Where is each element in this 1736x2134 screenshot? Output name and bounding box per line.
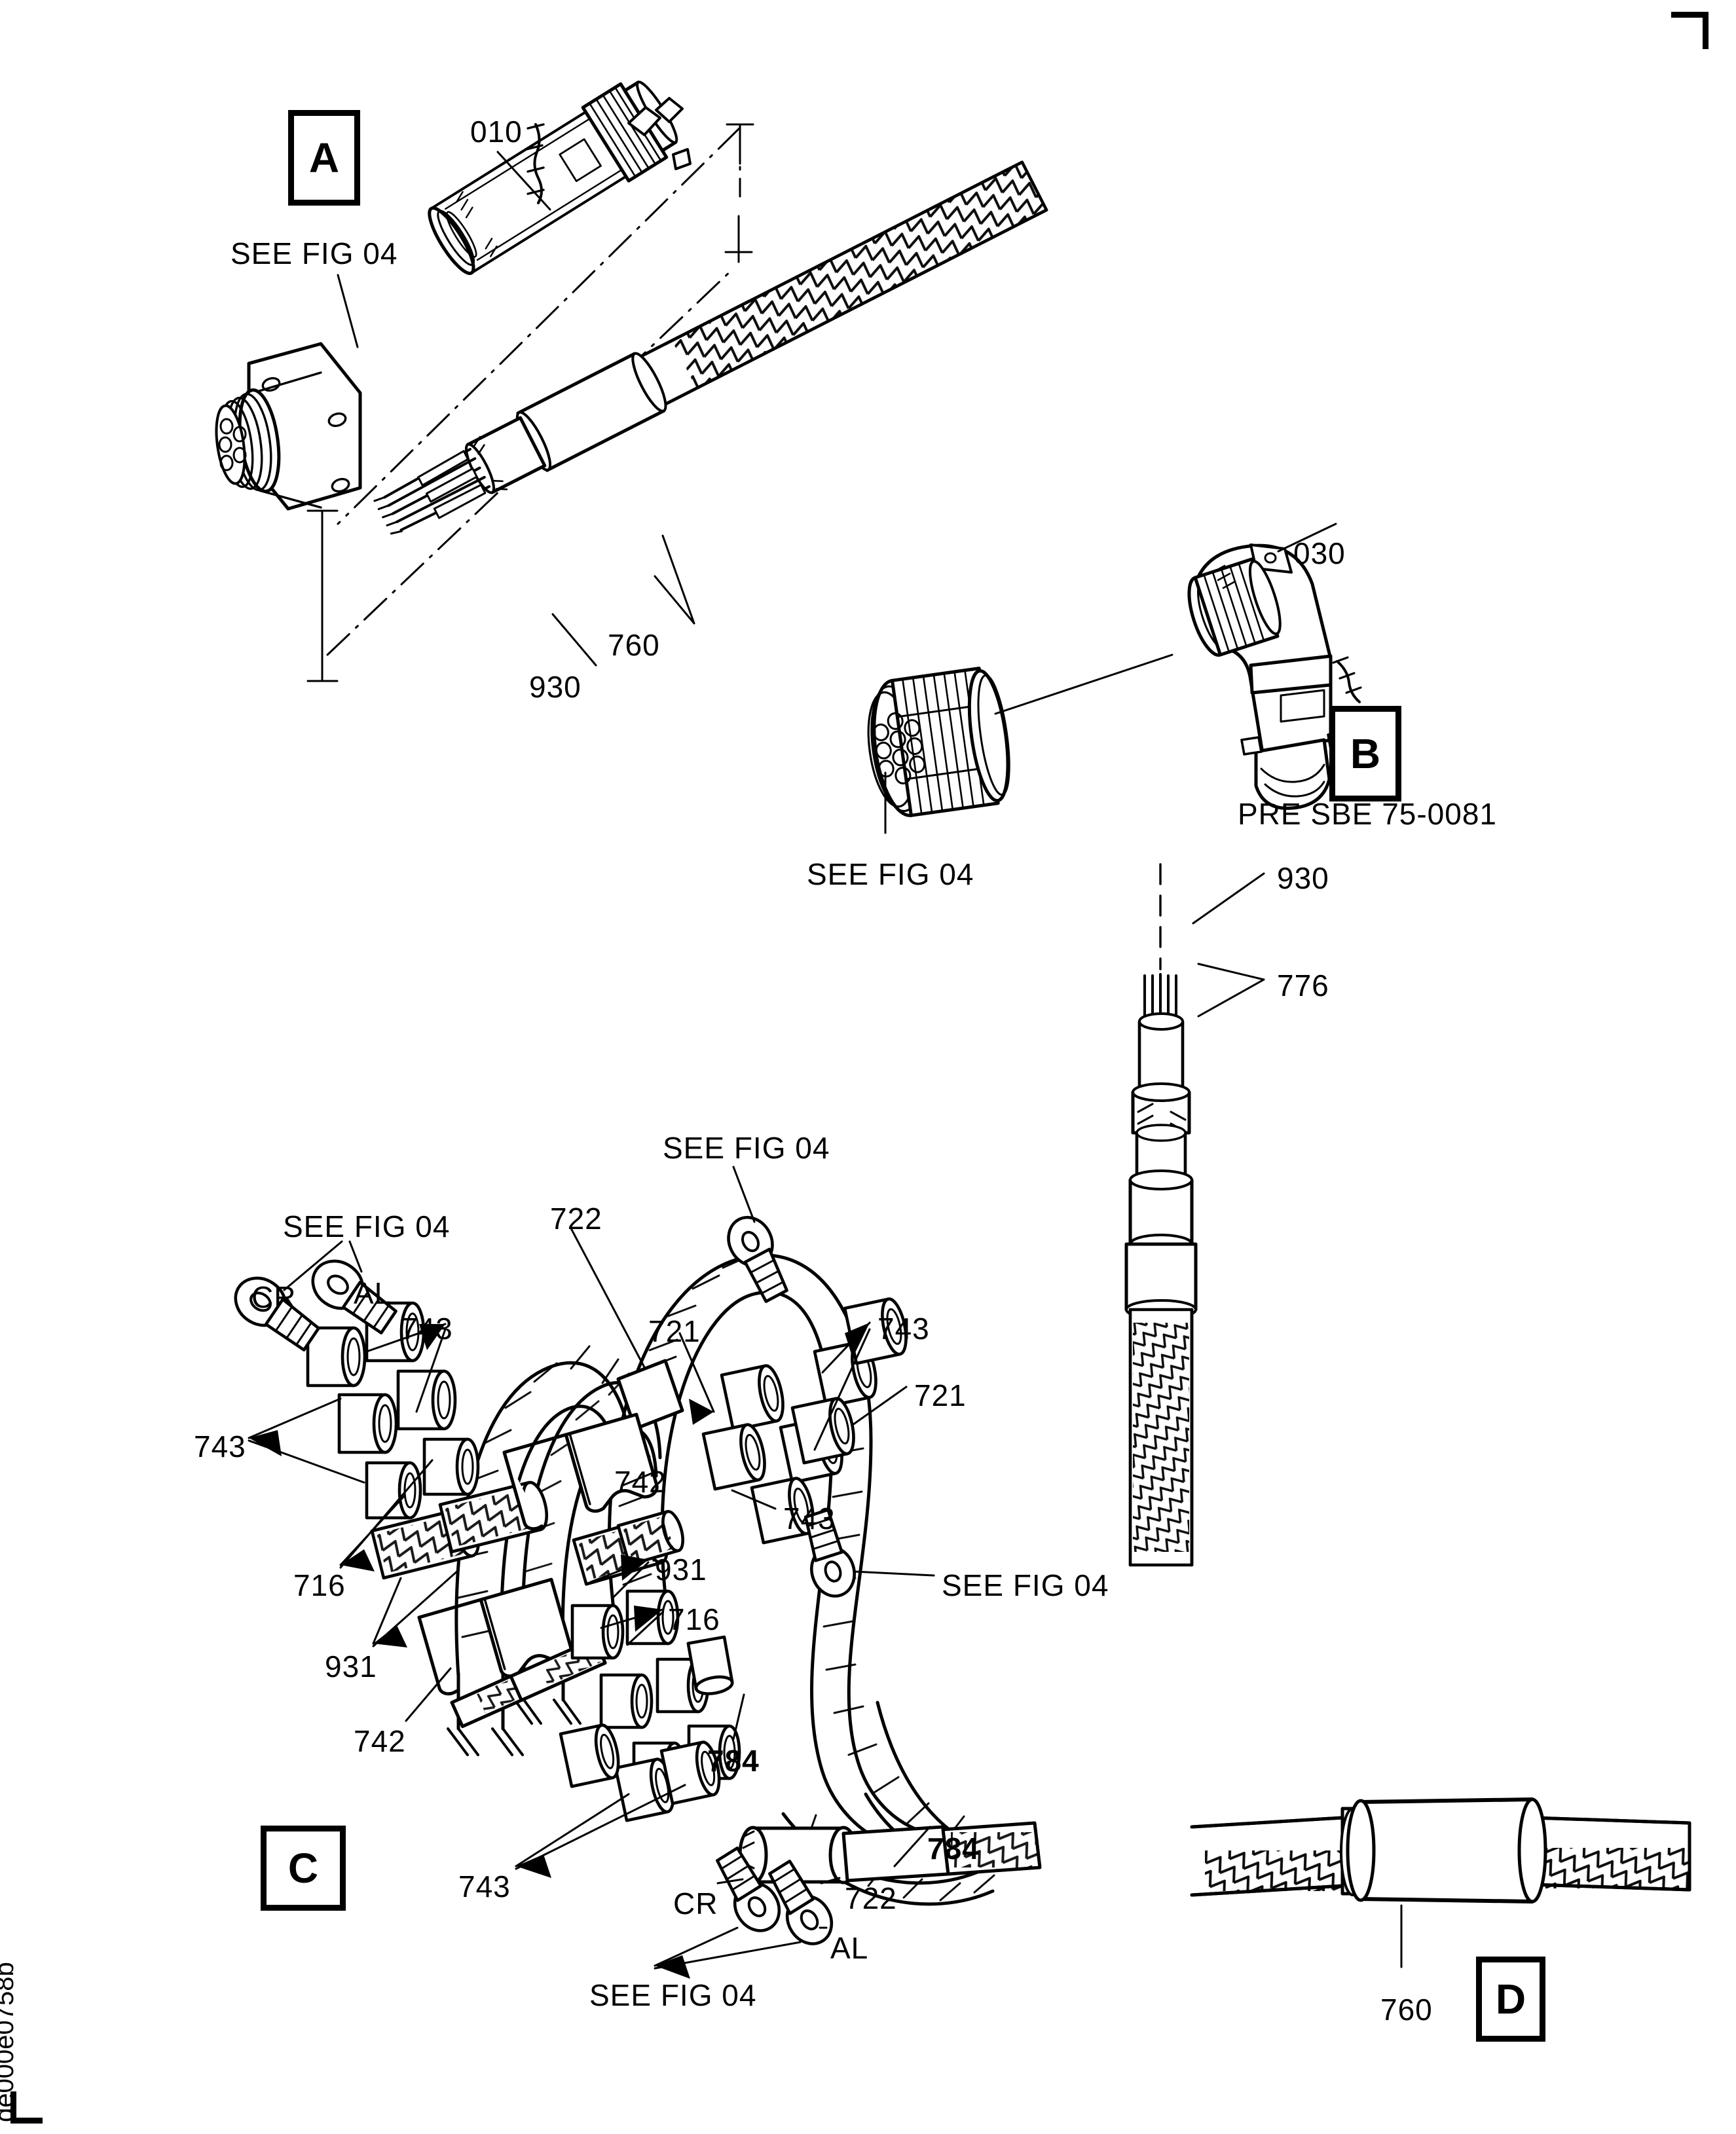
- callout-a-010: 010: [470, 115, 523, 149]
- callout-c-722-top: 722: [550, 1202, 602, 1236]
- callout-d-760: 760: [1380, 1993, 1433, 2027]
- callout-c-743-e: 743: [458, 1869, 511, 1904]
- section-box-b: B: [1329, 706, 1401, 801]
- callout-c-722-bot: 722: [845, 1881, 897, 1915]
- callout-c-742-b: 742: [354, 1724, 406, 1758]
- callout-c-cr-top: CR: [251, 1280, 297, 1314]
- callout-a-930: 930: [529, 670, 582, 704]
- callout-c-743-c: 743: [194, 1429, 246, 1463]
- corner-registration-mark-top-right: [1671, 12, 1708, 49]
- callout-c-716-b: 716: [668, 1602, 720, 1636]
- section-box-a: A: [288, 110, 360, 206]
- callout-c-716-a: 716: [293, 1568, 346, 1602]
- callout-b-930: 930: [1277, 861, 1329, 895]
- callout-c-743-d: 743: [783, 1501, 836, 1536]
- callout-c-cr-bot: CR: [673, 1886, 718, 1921]
- callout-c-743-a: 743: [401, 1312, 453, 1346]
- callout-c-743-b: 743: [877, 1312, 930, 1346]
- callout-c-seefig-rt: SEE FIG 04: [942, 1568, 1109, 1602]
- callout-a-seefig-1: SEE FIG 04: [231, 236, 398, 270]
- callout-b-presbe: PRE SBE 75-0081: [1238, 797, 1498, 831]
- callout-b-776: 776: [1277, 968, 1329, 1003]
- callout-c-al-bot: AL: [830, 1931, 869, 1965]
- callout-c-742-a: 742: [614, 1465, 667, 1499]
- callout-a-760: 760: [608, 628, 660, 662]
- section-box-c: C: [261, 1826, 346, 1911]
- callout-c-784-a: 784: [707, 1744, 760, 1778]
- section-box-d: D: [1476, 1957, 1545, 2042]
- callout-b-030: 030: [1293, 536, 1346, 570]
- callout-c-784-b: 784: [927, 1831, 980, 1866]
- callout-c-931-a: 931: [655, 1553, 707, 1587]
- callout-c-al-top: AL: [354, 1276, 392, 1310]
- figure-id: de000e0758b: [0, 1962, 19, 2122]
- callout-c-721-b: 721: [914, 1378, 967, 1412]
- callout-c-seefig-lft: SEE FIG 04: [283, 1209, 451, 1243]
- callout-c-seefig-top: SEE FIG 04: [663, 1131, 830, 1165]
- corner-registration-mark-bottom-left: [10, 2091, 43, 2124]
- callout-c-721-a: 721: [648, 1314, 701, 1348]
- callout-c-seefig-bot: SEE FIG 04: [589, 1978, 757, 2012]
- callout-c-931-b: 931: [325, 1649, 377, 1683]
- callout-b-seefig-1: SEE FIG 04: [807, 857, 974, 891]
